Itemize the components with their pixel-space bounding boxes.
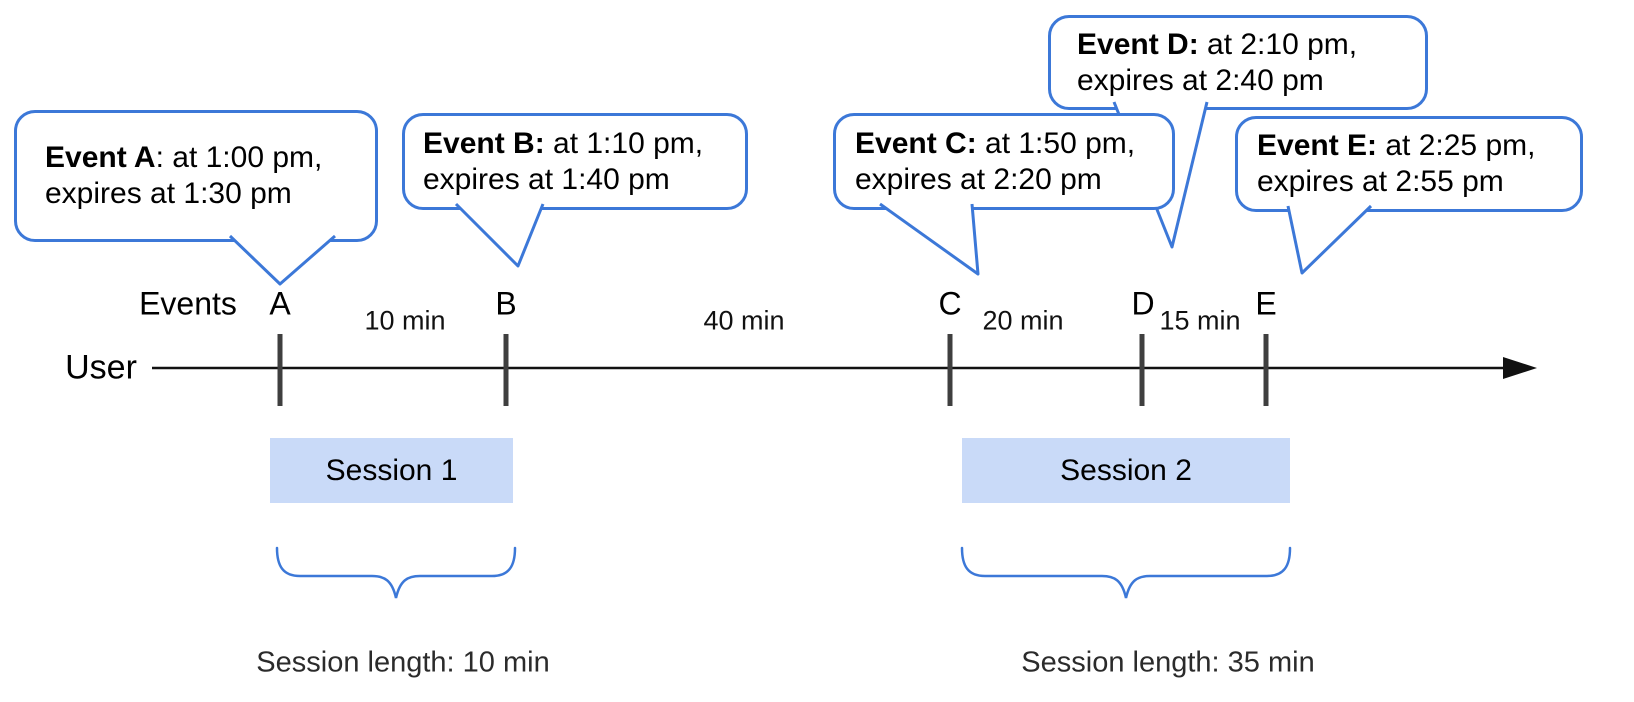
event-e-expiry: expires at 2:55 pm: [1257, 165, 1504, 198]
bubble-line-2: expires at 2:40 pm: [1077, 63, 1425, 99]
session-1-box: Session 1: [270, 438, 513, 503]
event-e-time: at 2:25 pm,: [1377, 129, 1536, 162]
event-b-title: Event B:: [423, 126, 545, 160]
bubble-line-1: Event A: at 1:00 pm,: [45, 140, 375, 176]
bubble-line-2: expires at 1:40 pm: [423, 162, 745, 198]
event-letter-a: A: [269, 285, 291, 322]
bubble-c-tail: [879, 202, 980, 276]
event-tick-c: [947, 334, 953, 406]
bubble-line-2: expires at 2:55 pm: [1257, 164, 1580, 200]
gap-label-d-e: 15 min: [1159, 305, 1241, 336]
event-d-expiry: expires at 2:40 pm: [1077, 63, 1324, 97]
bubble-b-tail: [454, 202, 545, 268]
bubble-line-2: expires at 1:30 pm: [45, 176, 375, 212]
event-b-time: at 1:10 pm,: [544, 126, 704, 160]
events-label: Events: [139, 285, 237, 322]
speech-bubble-event-d: Event D: at 2:10 pm, expires at 2:40 pm: [1048, 15, 1428, 110]
speech-bubble-event-b: Event B: at 1:10 pm, expires at 1:40 pm: [402, 113, 748, 210]
event-d-title: Event D:: [1077, 27, 1199, 61]
event-letter-e: E: [1255, 285, 1277, 322]
user-label: User: [65, 348, 137, 387]
session-2-brace: [960, 546, 1292, 599]
event-tick-b: [503, 334, 509, 406]
event-tick-a: [277, 334, 283, 406]
event-c-title: Event C:: [855, 126, 977, 160]
event-c-time: at 1:50 pm,: [976, 126, 1136, 160]
session-2-box: Session 2: [962, 438, 1290, 503]
event-letter-b: B: [495, 285, 517, 322]
bubble-line-1: Event D: at 2:10 pm,: [1077, 27, 1425, 63]
bubble-line-2: expires at 2:20 pm: [855, 162, 1172, 198]
session-1-length-label: Session length: 10 min: [256, 646, 550, 679]
bubble-e-tail: [1286, 204, 1373, 275]
speech-bubble-event-c: Event C: at 1:50 pm, expires at 2:20 pm: [833, 113, 1175, 210]
session-2-label: Session 2: [1060, 453, 1192, 487]
event-d-time: at 2:10 pm,: [1198, 27, 1358, 61]
event-b-expiry: expires at 1:40 pm: [423, 162, 670, 196]
bubble-a-tail: [228, 234, 336, 286]
bubble-line-1: Event B: at 1:10 pm,: [423, 126, 745, 162]
event-tick-e: [1263, 334, 1269, 406]
session-2-length-label: Session length: 35 min: [1021, 646, 1315, 679]
gap-label-b-c: 40 min: [703, 305, 785, 336]
speech-bubble-event-e: Event E: at 2:25 pm, expires at 2:55 pm: [1235, 116, 1583, 212]
event-letter-d: D: [1131, 285, 1155, 322]
event-e-title: Event E:: [1257, 129, 1378, 162]
speech-bubble-event-a: Event A: at 1:00 pm, expires at 1:30 pm: [14, 110, 378, 242]
event-a-time: : at 1:00 pm,: [155, 141, 323, 174]
timeline-arrowhead-icon: [1503, 357, 1537, 379]
session-1-brace: [275, 546, 517, 599]
event-c-expiry: expires at 2:20 pm: [855, 162, 1102, 196]
event-a-title: Event A: [45, 141, 156, 174]
gap-label-c-d: 20 min: [982, 305, 1064, 336]
bubble-line-1: Event E: at 2:25 pm,: [1257, 128, 1580, 164]
event-letter-c: C: [938, 285, 962, 322]
event-tick-d: [1139, 334, 1145, 406]
session-1-label: Session 1: [325, 453, 458, 487]
gap-label-a-b: 10 min: [364, 305, 446, 336]
event-a-expiry: expires at 1:30 pm: [45, 177, 292, 210]
bubble-line-1: Event C: at 1:50 pm,: [855, 126, 1172, 162]
